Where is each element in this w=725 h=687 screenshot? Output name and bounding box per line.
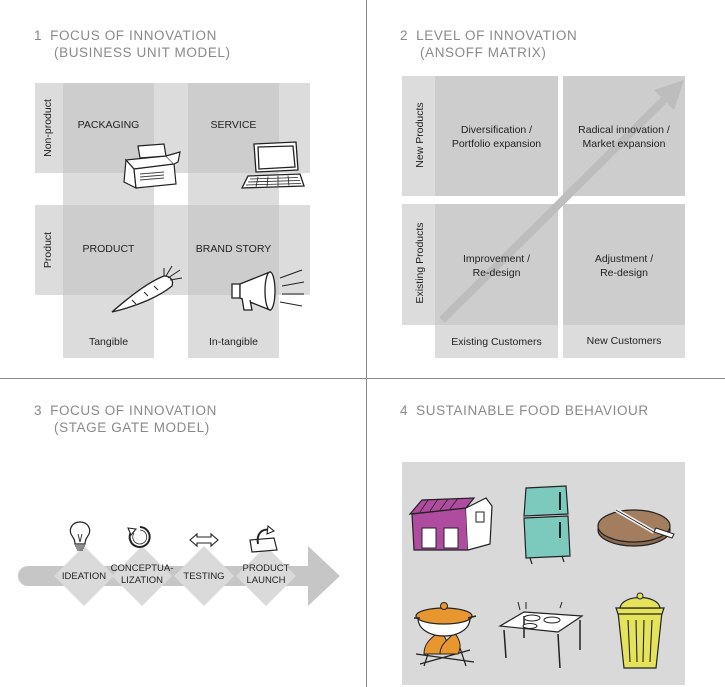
cell-packaging: PACKAGING [77, 119, 140, 131]
fridge-icon [523, 485, 571, 565]
trash-bin-icon [615, 592, 665, 669]
cell-service: SERVICE [210, 119, 257, 131]
growth-arrow [439, 80, 684, 323]
megaphone-icon [231, 269, 305, 311]
stage-gate-arrow [18, 546, 340, 606]
double-arrow-icon [189, 532, 219, 548]
stage-testing: TESTING [183, 571, 225, 582]
carrot-icon [111, 265, 183, 313]
col-label-intangible: In-tangible [208, 336, 259, 348]
stage-ideation: IDEATION [61, 571, 107, 582]
cell-radical-innovation: Radical innovation /Market expansion [578, 124, 670, 150]
cell-brand-story: BRAND STORY [195, 243, 272, 255]
col-label-tangible: Tangible [88, 336, 129, 348]
cutting-board-icon [597, 508, 675, 547]
shop-icon [408, 497, 493, 551]
cell-diversification: Diversification /Portfolio expansion [451, 124, 542, 150]
cell-product: PRODUCT [82, 243, 135, 255]
laptop-icon [240, 141, 305, 189]
row-label-product: Product [42, 231, 54, 269]
vertical-divider [366, 0, 367, 687]
cell-adjustment: Adjustment /Re-design [594, 253, 654, 279]
col-label-new-customers: New Customers [586, 335, 662, 347]
row-label-existing-products: Existing Products [414, 222, 426, 304]
row-label-new-products: New Products [414, 102, 426, 168]
stage-conceptualization: CONCEPTUA-LIZATION [110, 563, 174, 586]
dining-table-icon [498, 601, 584, 669]
cell-improvement: Improvement /Re-design [462, 253, 531, 279]
row-label-non-product: Non-product [42, 99, 54, 157]
horizontal-divider [0, 378, 725, 379]
box-icon [123, 143, 181, 190]
col-label-existing-customers: Existing Customers [451, 336, 542, 348]
lightbulb-icon [69, 521, 91, 551]
launch-icon [249, 524, 278, 553]
cycle-icon [127, 526, 151, 548]
cooking-pot-icon [414, 602, 477, 667]
